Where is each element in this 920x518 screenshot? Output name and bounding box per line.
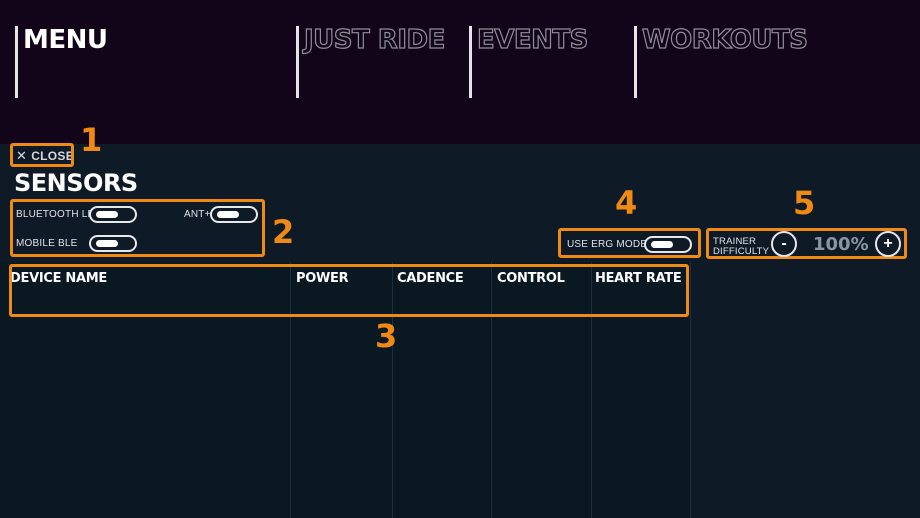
close-label: CLOSE [31, 149, 75, 163]
toggle-knob [96, 211, 118, 218]
toggle-knob [96, 240, 118, 247]
nav-divider [469, 26, 472, 98]
nav-label-menu: MENU [23, 25, 108, 55]
nav-label-just-ride: JUST RIDE [303, 25, 446, 55]
erg-mode-label: USE ERG MODE [567, 239, 648, 250]
annotation-box-5 [706, 228, 907, 259]
column-divider [392, 262, 393, 518]
trainer-difficulty-label: TRAINER DIFFICULTY [713, 237, 769, 257]
trainer-difficulty-label-line2: DIFFICULTY [713, 246, 770, 257]
mobile-ble-label: MOBILE BLE [16, 238, 78, 249]
column-divider [290, 262, 291, 518]
ant-plus-label: ANT+ [184, 209, 211, 220]
column-header-heart-rate[interactable]: HEART RATE [595, 271, 682, 286]
toggle-knob [651, 241, 673, 248]
column-divider [690, 262, 691, 518]
column-divider [491, 262, 492, 518]
page-title: SENSORS [14, 169, 138, 197]
difficulty-increase-button[interactable]: + [875, 231, 901, 257]
ant-plus-toggle[interactable] [210, 206, 258, 223]
plus-icon: + [883, 235, 893, 252]
column-header-control[interactable]: CONTROL [497, 271, 565, 286]
annotation-number-2: 2 [272, 213, 295, 251]
annotation-number-4: 4 [615, 184, 638, 222]
toggle-knob [217, 211, 239, 218]
nav-label-workouts: WORKOUTS [641, 25, 808, 55]
bluetooth-le-label: BLUETOOTH LE [16, 209, 95, 220]
nav-divider [15, 26, 18, 98]
annotation-box-4 [558, 228, 701, 258]
annotation-number-5: 5 [793, 184, 816, 222]
nav-divider [634, 26, 637, 98]
close-icon: ✕ [16, 148, 28, 163]
column-header-device-name[interactable]: DEVICE NAME [10, 271, 107, 286]
column-divider [591, 262, 592, 518]
trainer-difficulty-label-line1: TRAINER [713, 236, 757, 247]
nav-label-events: EVENTS [476, 25, 589, 55]
difficulty-value: 100% [813, 234, 869, 255]
top-nav: MENU JUST RIDE EVENTS WORKOUTS [0, 0, 920, 144]
annotation-box-2 [10, 199, 265, 257]
erg-mode-toggle[interactable] [644, 236, 692, 253]
mobile-ble-toggle[interactable] [89, 235, 137, 252]
minus-icon: - [781, 235, 787, 252]
column-header-power[interactable]: POWER [296, 271, 349, 286]
column-header-cadence[interactable]: CADENCE [397, 271, 464, 286]
annotation-box-3 [9, 264, 689, 317]
nav-divider [296, 26, 299, 98]
difficulty-decrease-button[interactable]: - [771, 231, 797, 257]
annotation-number-3: 3 [375, 317, 398, 355]
annotation-number-1: 1 [80, 121, 103, 159]
bluetooth-le-toggle[interactable] [89, 206, 137, 223]
device-table [0, 262, 690, 518]
annotation-box-1 [10, 143, 74, 167]
close-button[interactable]: ✕ CLOSE [12, 145, 74, 167]
